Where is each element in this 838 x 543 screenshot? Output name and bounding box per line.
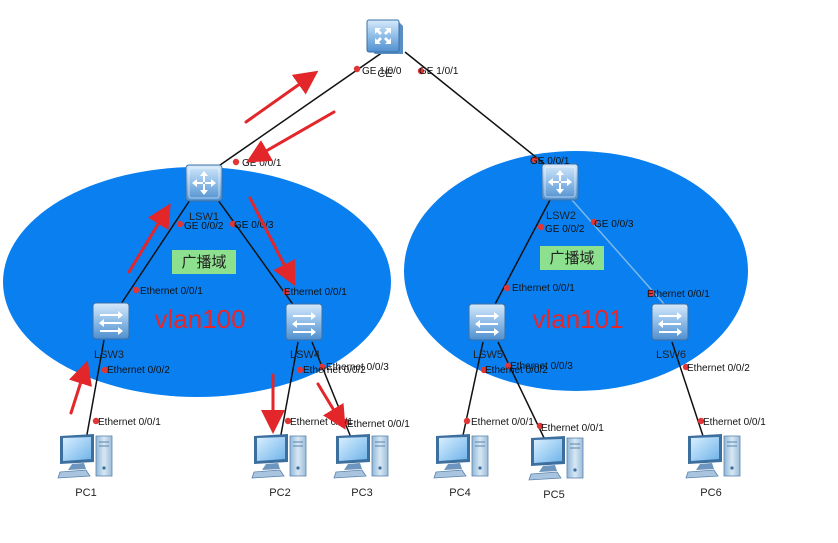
- device-pc6-label: PC6: [700, 487, 721, 499]
- arrow-pc1-to-lsw3: [69, 360, 92, 415]
- access-switch-icon: [651, 303, 689, 341]
- core-switch-icon: [541, 163, 579, 201]
- port-label-lsw5-p3: Ethernet 0/0/3: [510, 361, 573, 372]
- device-lsw3[interactable]: LSW3: [92, 302, 130, 361]
- port-label-ce-p0: GE 1/0/0: [362, 66, 402, 77]
- access-switch-icon: [92, 302, 130, 340]
- port-label-lsw6-p2: Ethernet 0/0/2: [687, 363, 750, 374]
- core-switch-icon: [185, 164, 223, 202]
- port-label-pc3: Ethernet 0/0/1: [347, 419, 410, 430]
- arrow-lsw1-to-lsw4: [248, 196, 296, 287]
- port-label-pc6: Ethernet 0/0/1: [703, 417, 766, 428]
- vlan100-label: vlan100: [154, 304, 245, 334]
- arrow-ce-to-lsw1: [246, 110, 336, 163]
- link-lsw2-lsw5: [491, 199, 551, 311]
- broadcast-label-left: 广播域: [172, 250, 236, 274]
- port-label-ce-p1: GE 1/0/1: [419, 66, 459, 77]
- device-pc2-label: PC2: [269, 487, 290, 499]
- link-lsw1-lsw3: [116, 199, 191, 311]
- link-lsw3-pc1: [85, 339, 105, 441]
- device-lsw3-label: LSW3: [94, 349, 124, 361]
- device-pc5[interactable]: PC5: [528, 435, 584, 501]
- device-pc3[interactable]: PC3: [333, 433, 389, 499]
- pc-icon: [685, 433, 741, 479]
- link-lsw6-pc6: [671, 341, 706, 443]
- pc-icon: [57, 433, 113, 479]
- device-lsw4[interactable]: LSW4: [285, 303, 323, 361]
- link-ce-lsw1: [209, 51, 384, 173]
- port-label-pc4: Ethernet 0/0/1: [471, 417, 534, 428]
- port-label-lsw4-p3: Ethernet 0/0/3: [326, 362, 389, 373]
- router-icon: [366, 19, 404, 55]
- port-labels: GE 1/0/0 GE 1/0/1 GE 0/0/1 GE 0/0/2 GE 0…: [98, 66, 766, 434]
- port-label-lsw5-p2: Ethernet 0/0/2: [485, 365, 548, 376]
- device-pc3-label: PC3: [351, 487, 372, 499]
- port-label-pc5: Ethernet 0/0/1: [541, 423, 604, 434]
- arrow-lsw4-to-pc3: [316, 382, 346, 430]
- pc-icon: [528, 435, 584, 481]
- device-ce-label: CE: [377, 68, 392, 80]
- pc-icon: [333, 433, 389, 479]
- port-label-lsw1-p3: GE 0/0/3: [234, 220, 274, 231]
- port-dots: [92, 65, 705, 430]
- device-pc5-label: PC5: [543, 489, 564, 501]
- arrow-lsw3-to-lsw1: [127, 203, 171, 274]
- device-lsw5-label: LSW5: [473, 349, 503, 361]
- port-label-lsw3-up: Ethernet 0/0/1: [140, 286, 203, 297]
- device-lsw1[interactable]: LSW1: [185, 164, 223, 223]
- port-label-lsw2-p3: GE 0/0/3: [594, 219, 634, 230]
- vlan101-label: vlan101: [532, 304, 623, 334]
- port-label-lsw2-up: GE 0/0/1: [530, 156, 570, 167]
- broadcast-label-right: 广播域: [540, 246, 604, 270]
- port-label-lsw4-up: Ethernet 0/0/1: [284, 287, 347, 298]
- port-label-lsw2-p2: GE 0/0/2: [545, 224, 585, 235]
- port-label-pc2: Ethernet 0/0/1: [290, 417, 353, 428]
- access-switch-icon: [468, 303, 506, 341]
- device-ce[interactable]: CE: [366, 19, 404, 80]
- port-label-lsw1-up: GE 0/0/1: [242, 158, 282, 169]
- device-pc1[interactable]: PC1: [57, 433, 113, 499]
- port-label-lsw3-p2: Ethernet 0/0/2: [107, 365, 170, 376]
- device-lsw4-label: LSW4: [290, 349, 320, 361]
- device-lsw5[interactable]: LSW5: [468, 303, 506, 361]
- device-pc6[interactable]: PC6: [685, 433, 741, 499]
- broadcast-text-right: 广播域: [549, 250, 594, 267]
- port-label-lsw5-up: Ethernet 0/0/1: [512, 283, 575, 294]
- pc-icon: [251, 433, 307, 479]
- port-label-lsw4-p2: Ethernet 0/0/2: [303, 365, 366, 376]
- pc-icon: [433, 433, 489, 479]
- device-lsw1-label: LSW1: [189, 211, 219, 223]
- port-label-lsw1-p2: GE 0/0/2: [184, 221, 224, 232]
- device-lsw6[interactable]: LSW6: [651, 303, 689, 361]
- port-label-lsw6-up: Ethernet 0/0/1: [647, 289, 710, 300]
- link-lsw2-lsw6: [571, 199, 666, 306]
- link-ce-lsw2: [404, 51, 553, 171]
- device-pc4[interactable]: PC4: [433, 433, 489, 499]
- broadcast-text-left: 广播域: [181, 254, 226, 271]
- device-lsw2[interactable]: LSW2: [541, 163, 579, 222]
- device-pc4-label: PC4: [449, 487, 470, 499]
- device-lsw6-label: LSW6: [656, 349, 686, 361]
- arrow-lsw1-to-ce: [244, 70, 319, 124]
- broadcast-flow-arrows: [69, 70, 346, 434]
- device-pc1-label: PC1: [75, 487, 96, 499]
- access-switch-icon: [285, 303, 323, 341]
- port-label-pc1: Ethernet 0/0/1: [98, 417, 161, 428]
- device-lsw2-label: LSW2: [546, 210, 576, 222]
- device-pc2[interactable]: PC2: [251, 433, 307, 499]
